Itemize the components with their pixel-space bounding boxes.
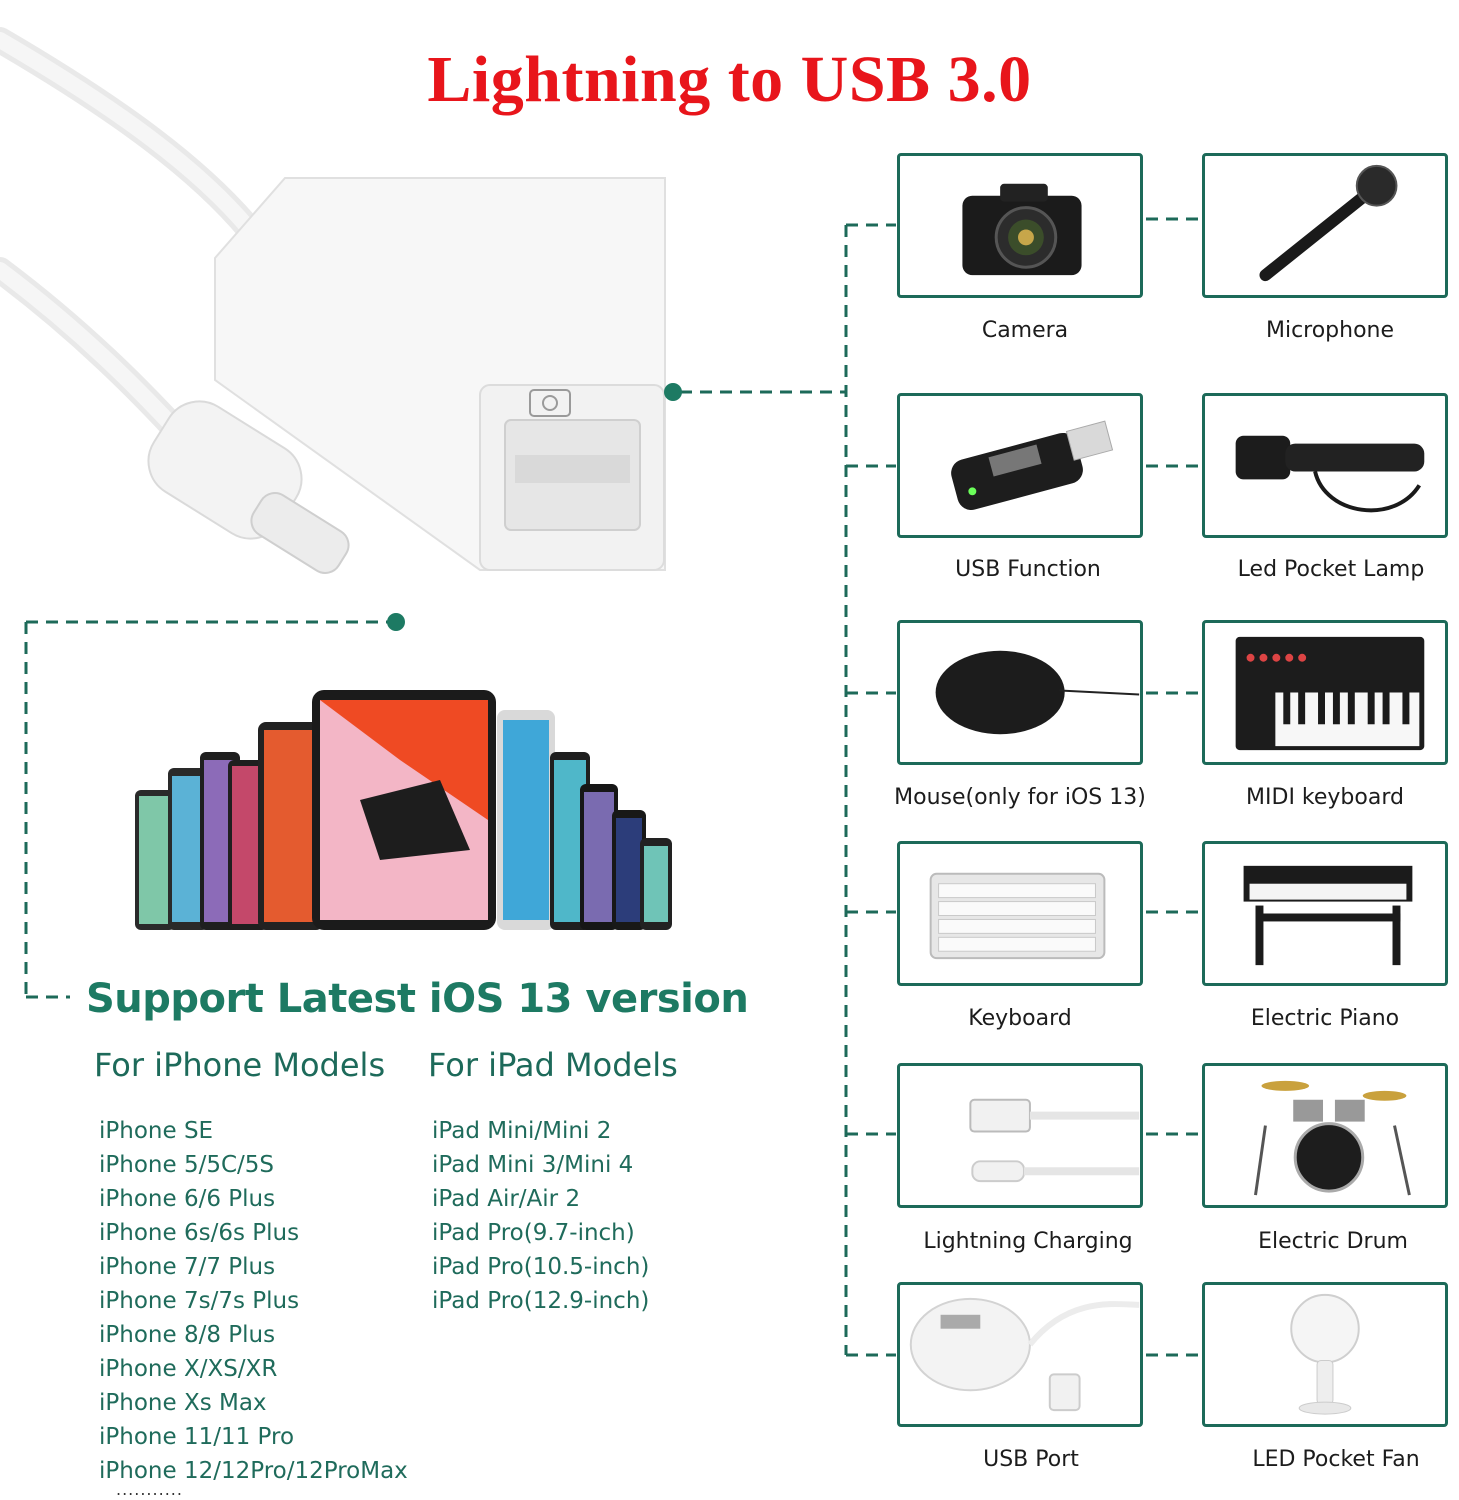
- list-item: iPhone 5/5C/5S: [99, 1152, 275, 1178]
- lightning-charging-card: [897, 1063, 1143, 1208]
- fan-icon: [1290, 1293, 1360, 1415]
- mouse-card: [897, 620, 1143, 765]
- list-item: iPhone 11/11 Pro: [99, 1424, 295, 1450]
- device-label: USB Port: [983, 1447, 1079, 1472]
- microphone-card: [1202, 153, 1448, 298]
- list-item: iPhone Xs Max: [99, 1390, 267, 1416]
- iphone-models-list: iPhone SE iPhone 5/5C/5S iPhone 6/6 Plus…: [99, 1114, 408, 1488]
- list-item: iPhone 8/8 Plus: [99, 1322, 276, 1348]
- led-fan-card: [1202, 1282, 1448, 1427]
- device-label: Electric Piano: [1250, 1006, 1400, 1031]
- electric-piano-card: [1202, 841, 1448, 986]
- usb-port-card: [897, 1282, 1143, 1427]
- iphone-models-header: For iPhone Models: [94, 1046, 386, 1084]
- device-label: Lightning Charging: [923, 1229, 1133, 1254]
- list-item: iPad Mini 3/Mini 4: [432, 1152, 634, 1178]
- device-label: Electric Drum: [1258, 1229, 1408, 1254]
- list-item: iPhone 6s/6s Plus: [99, 1220, 300, 1246]
- device-label: LED Pocket Fan: [1252, 1447, 1420, 1472]
- page-title: Lightning to USB 3.0: [427, 43, 1032, 116]
- list-item: iPhone 12/12Pro/12ProMax: [99, 1458, 408, 1484]
- keyboard-card: [897, 841, 1143, 986]
- device-label: USB Function: [955, 557, 1101, 582]
- list-item: iPhone 7s/7s Plus: [99, 1288, 300, 1314]
- camera-card: [897, 153, 1143, 298]
- list-item: iPad Pro(10.5-inch): [432, 1254, 650, 1280]
- list-item: iPhone 6/6 Plus: [99, 1186, 276, 1212]
- ipad-models-list: iPad Mini/Mini 2 iPad Mini 3/Mini 4 iPad…: [432, 1114, 649, 1318]
- list-item: iPad Pro(12.9-inch): [432, 1288, 650, 1314]
- list-item: iPad Mini/Mini 2: [432, 1118, 612, 1144]
- list-item: iPhone X/XS/XR: [99, 1356, 278, 1382]
- mouse-icon: [935, 650, 1140, 735]
- usb-function-card: [897, 393, 1143, 538]
- electric-piano-icon: [1243, 865, 1413, 966]
- microphone-icon: [1259, 164, 1398, 282]
- camera-icon: [962, 183, 1082, 276]
- list-item: iPhone 7/7 Plus: [99, 1254, 276, 1280]
- device-label: Mouse(only for iOS 13): [894, 785, 1146, 810]
- device-label: Microphone: [1265, 318, 1395, 343]
- usb-stick-icon: [951, 420, 1114, 510]
- usb-hub-icon: [909, 1297, 1140, 1412]
- midi-keyboard-card: [1202, 620, 1448, 765]
- drum-kit-icon: [1254, 1080, 1411, 1196]
- led-lamp-card: [1202, 393, 1448, 538]
- ipad-models-header: For iPad Models: [428, 1046, 678, 1084]
- keyboard-icon: [929, 872, 1106, 960]
- device-label: MIDI keyboard: [1246, 785, 1404, 810]
- electric-drum-card: [1202, 1063, 1448, 1208]
- list-item: iPad Pro(9.7-inch): [432, 1220, 635, 1246]
- devices-illustration: [135, 690, 672, 930]
- device-label: Led Pocket Lamp: [1237, 557, 1425, 582]
- device-label: Keyboard: [968, 1006, 1072, 1031]
- midi-keyboard-icon: [1235, 636, 1425, 751]
- list-item: iPad Air/Air 2: [432, 1186, 581, 1212]
- flashlight-icon: [1235, 435, 1425, 513]
- charging-cable-icon: [969, 1098, 1140, 1183]
- support-title: Support Latest iOS 13 version: [86, 976, 749, 1022]
- device-label: Camera: [981, 318, 1069, 343]
- more-models-ellipsis: ...........: [116, 1480, 183, 1499]
- list-item: iPhone SE: [99, 1118, 214, 1144]
